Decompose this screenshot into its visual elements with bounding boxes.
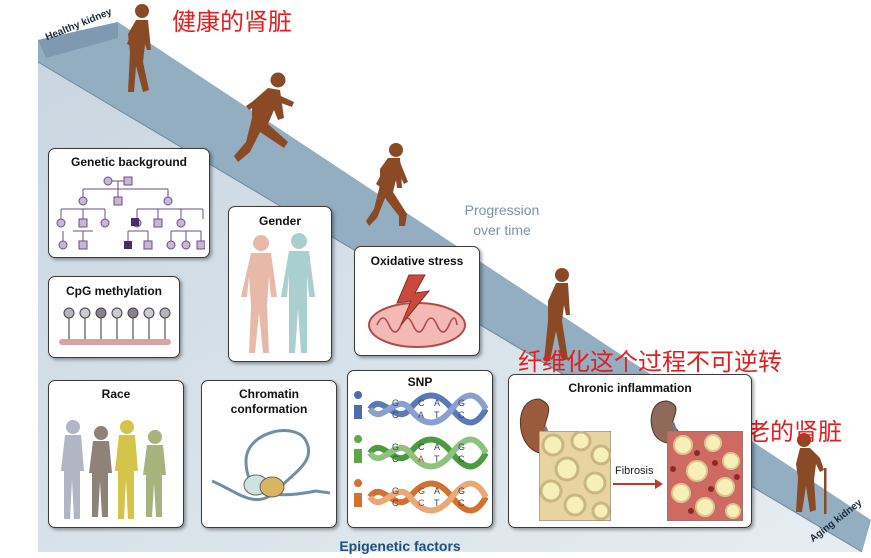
svg-text:A: A <box>434 442 440 452</box>
svg-text:C: C <box>458 454 465 464</box>
svg-text:A: A <box>434 486 440 496</box>
svg-text:G: G <box>392 398 399 408</box>
svg-text:C: C <box>458 498 465 508</box>
svg-text:T: T <box>434 454 440 464</box>
svg-text:A: A <box>418 454 424 464</box>
svg-text:A: A <box>434 398 440 408</box>
gender-card: Gender <box>228 206 332 362</box>
lightning-icon <box>396 274 431 326</box>
chronic-inflammation-card: Chronic inflammation Fibrosis <box>508 374 752 528</box>
chronic-inflammation-title: Chronic inflammation <box>568 381 692 395</box>
svg-text:T: T <box>434 498 440 508</box>
elderly-person-icon <box>796 433 827 514</box>
genetic-background-title: Genetic background <box>70 155 188 169</box>
svg-text:G: G <box>418 486 425 496</box>
svg-text:G: G <box>458 442 465 452</box>
race-card: Race <box>48 380 184 528</box>
gender-title: Gender <box>258 214 301 228</box>
arrow-right-icon <box>613 479 663 489</box>
running-person-icon <box>234 72 294 162</box>
gender-figures <box>241 233 315 353</box>
snp-title: SNP <box>407 375 433 389</box>
svg-text:C: C <box>418 498 425 508</box>
svg-text:C: C <box>458 410 465 420</box>
svg-text:C: C <box>392 410 399 420</box>
fibrotic-tissue-diagram <box>667 431 743 521</box>
epigenetic-factors-footer: Epigenetic factors <box>339 538 461 554</box>
svg-text:C: C <box>392 454 399 464</box>
svg-text:G: G <box>392 442 399 452</box>
healthy-kidney-annotation: 健康的肾脏 <box>172 8 292 36</box>
pedigree-diagram <box>56 176 205 250</box>
svg-text:C: C <box>418 398 425 408</box>
oxidative-stress-title: Oxidative stress <box>370 254 464 268</box>
oxidative-stress-card: Oxidative stress <box>354 246 480 356</box>
svg-text:C: C <box>418 442 425 452</box>
people-silhouettes <box>61 420 166 519</box>
running-person-icon <box>127 4 151 92</box>
race-title: Race <box>101 387 131 401</box>
genetic-background-card: Genetic background <box>48 148 210 258</box>
chromatin-loop-diagram <box>211 429 331 502</box>
svg-text:C: C <box>392 498 399 508</box>
chromatin-title-line1: Chromatin <box>239 387 299 401</box>
svg-text:G: G <box>392 486 399 496</box>
running-person-icon <box>366 143 408 226</box>
svg-text:A: A <box>418 410 424 420</box>
fibrosis-label: Fibrosis <box>615 465 654 477</box>
svg-text:G: G <box>458 486 465 496</box>
chromatin-title-line2: conformation <box>230 402 308 416</box>
cpg-methylation-title: CpG methylation <box>65 284 162 298</box>
mitochondrion-diagram <box>368 274 466 348</box>
cpg-methylation-card: CpG methylation <box>48 276 180 358</box>
svg-text:G: G <box>458 398 465 408</box>
progression-label: Progression over time <box>464 202 540 238</box>
svg-text:T: T <box>434 410 440 420</box>
chromatin-card: Chromatin conformation <box>201 380 337 528</box>
healthy-tissue-diagram <box>539 431 611 521</box>
methylation-diagram <box>59 307 171 345</box>
irreversible-annotation: 纤维化这个过程不可逆转 <box>518 348 782 376</box>
walking-person-icon <box>544 268 570 361</box>
